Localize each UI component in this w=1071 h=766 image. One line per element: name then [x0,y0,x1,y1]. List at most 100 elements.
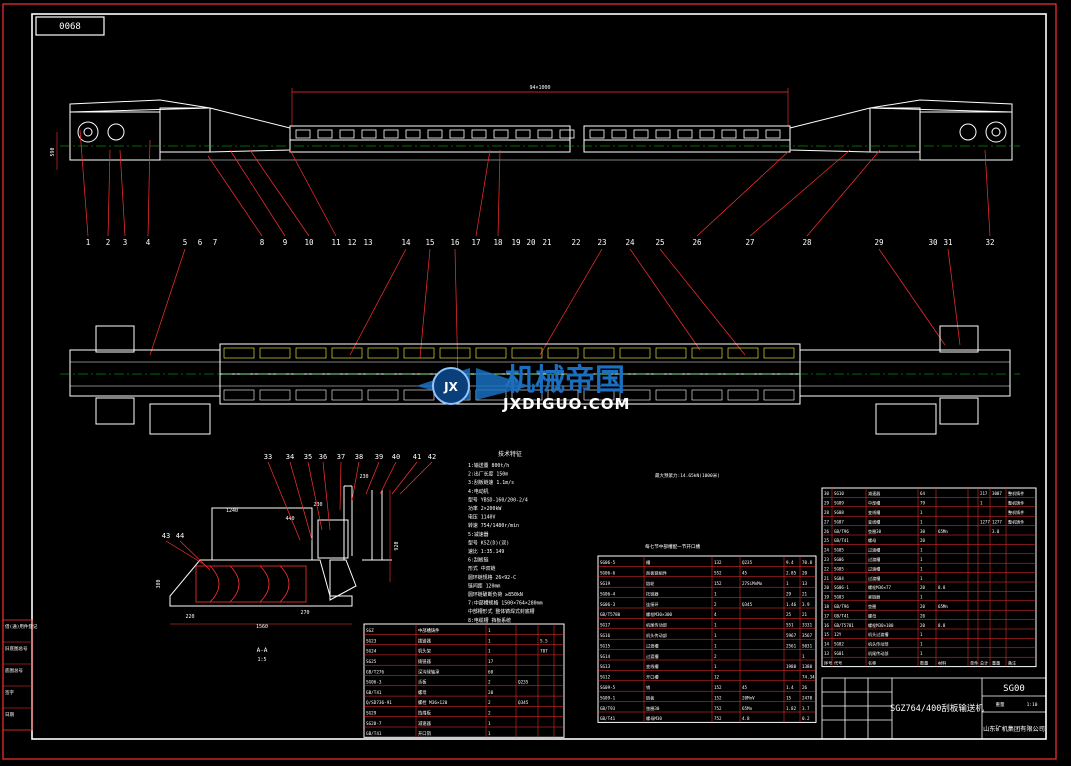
callout-label: 44 [176,532,184,540]
plan-segment [619,347,651,359]
callout-leader [878,248,946,346]
plan-segment [223,347,255,359]
table-cell: 9.4 [786,560,794,565]
callout-label: 29 [874,238,883,247]
table-cell: 2 [488,700,491,706]
table-cell: 79 [920,501,925,506]
spec-line: 2:出厂长度 150m [468,471,508,478]
plan-segment [727,347,759,359]
plan-segment [547,389,579,401]
callout-leader [391,461,418,495]
table-cell: SG06 [834,557,844,562]
table-cell: 27SiMnMo [742,581,763,586]
table-cell: 链板 [646,694,655,701]
callout-label: 14 [401,238,411,247]
weight-label: 重量 [996,701,1005,708]
trough-segment [515,129,531,139]
trough-segment [721,129,737,139]
plan-segment [331,389,363,401]
wing-right-icon [476,368,530,400]
table-cell: 1 [714,591,717,596]
callout-label: 4 [146,238,151,247]
table-cell: 1 [920,651,923,656]
trough-segment [361,129,377,139]
table-cell: 3.7 [802,706,810,711]
overall-dimension: 94×1000 [529,85,550,91]
callout-label: 3 [123,238,128,247]
table-cell: SG02 [834,642,844,647]
callout-label: 5 [183,238,188,247]
table-cell: 64 [920,491,925,496]
table-cell: SG06-1 [834,585,849,590]
table-cell: 材料 [938,659,946,665]
trough-segment [633,129,649,139]
table-cell: 舌板 [418,679,427,686]
table-cell: 20 [488,690,494,696]
spec-line: 5:减速器 [468,531,489,538]
section-dimension: 270 [300,610,309,616]
table-cell: 螺栓 M36×120 [418,699,448,706]
trough-segment [405,129,421,139]
table-cell: 2 [714,602,717,607]
table-cell: 552 [714,571,722,576]
callout-label: 23 [597,238,606,247]
table-cell: 变线槽 [868,509,880,515]
table-cell: 机头传动部 [868,641,888,647]
table-cell: 707 [540,649,548,655]
callout-leader [107,149,111,237]
table-cell: 65Mn [742,706,753,711]
table-cell: 23 [824,557,829,562]
callout-leader [207,155,263,237]
spec-line: 4:电动机 [468,488,489,495]
table-cell: 2.85 [786,571,797,576]
table-cell: 槽 [646,559,651,566]
callout-leader [475,149,491,237]
side-elevation-view [56,88,1013,170]
table-cell: 26 [802,685,808,690]
table-cell: SG06-3 [366,680,382,686]
table-cell: 1 [488,628,491,634]
table-cell: SG06-3 [600,602,616,607]
callout-leader [179,540,211,571]
spec-line: 8:电缆槽 挡板系统 [468,617,511,624]
table-cell: 2 [488,680,491,686]
table-cell: GB/T41 [366,690,382,696]
table-cell: SG24 [366,649,377,655]
table-cell: 开口槽 [646,674,659,681]
table-cell: 21 [802,591,808,596]
spec-line: 1:输送量 800t/h [468,462,509,469]
table-cell: SG07 [834,519,844,524]
callout-leader [349,248,407,356]
table-cell: 总计 [980,659,988,665]
callout-leader [147,139,151,237]
callout-leader [149,248,186,356]
trough-segment [449,129,465,139]
table-cell: 551 [786,623,794,628]
table-cell: 21 [802,612,808,617]
callout-label: 2 [106,238,111,247]
table-cell: 紧链器 [868,594,880,600]
plan-segment [475,347,507,359]
section-label: A-A [257,647,268,654]
table-cell: 8.8 [938,585,946,590]
table-cell: 28 [824,510,829,515]
section-dimension: 440 [285,516,294,522]
table-cell: Q/SD736-91 [366,700,392,706]
table-cell: 21 [824,576,829,581]
table-cell: 深沟球轴承 [418,668,440,675]
table-cell: 螺母M30 [646,715,662,722]
spec-line: 7:中部槽规格 1500×764×280mm [468,600,543,607]
table-cell: 45 [742,571,748,576]
spec-line: 速比 1:35.149 [468,548,504,555]
table-cell: SG09-5 [600,685,616,690]
callout-label: 24 [625,238,635,247]
plan-segment [691,389,723,401]
callout-leader [539,248,603,356]
table-cell: 152 [714,581,722,586]
table-cell: GB/T93 [600,706,616,711]
plan-segment [691,347,723,359]
table-cell: SG23 [366,638,377,644]
